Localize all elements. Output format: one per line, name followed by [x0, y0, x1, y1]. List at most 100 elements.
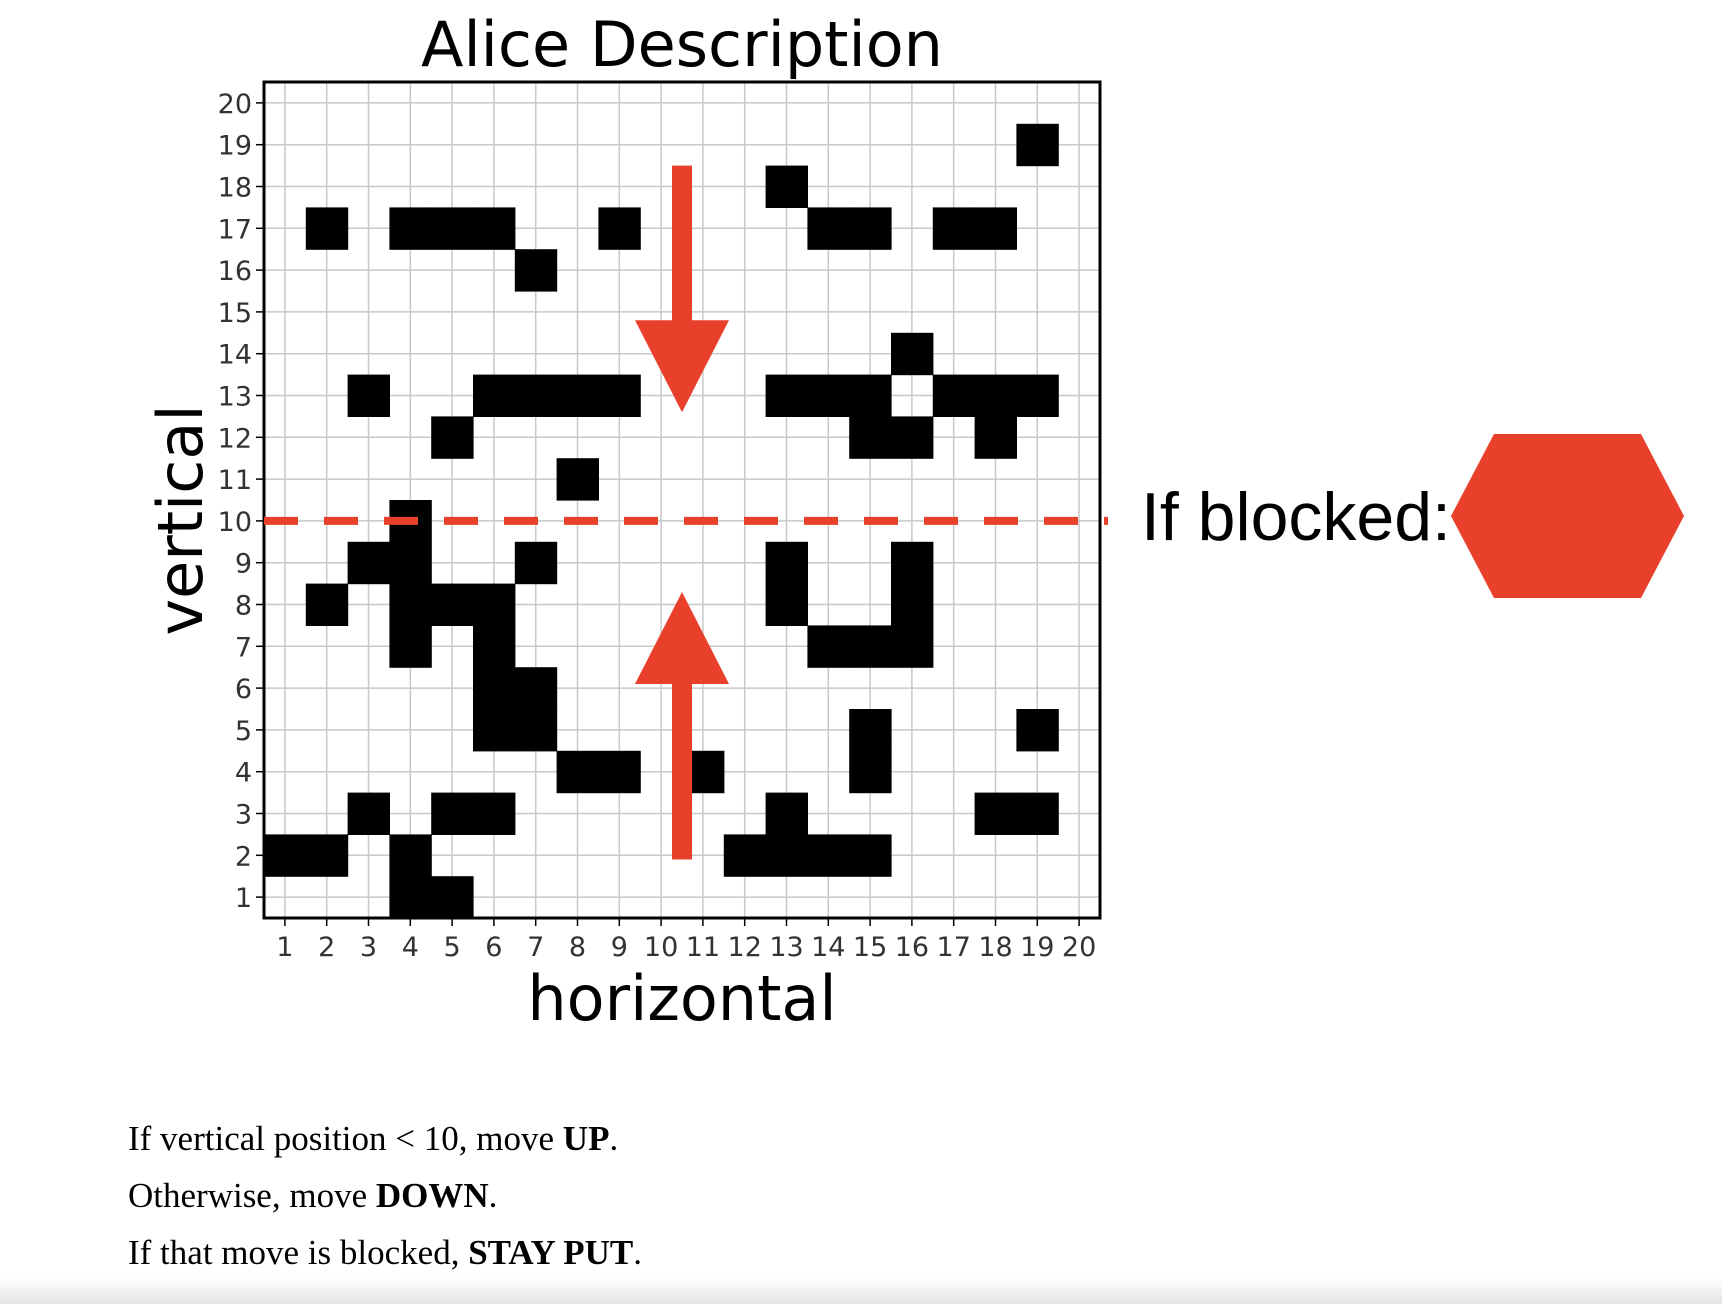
blocked-cell [891, 625, 934, 668]
x-tick-label: 6 [485, 932, 502, 963]
down-arrow-head [635, 320, 729, 413]
blocked-cell [347, 792, 390, 835]
x-tick-label: 1 [276, 932, 293, 963]
x-tick-label: 13 [769, 932, 803, 963]
blocked-cell [514, 541, 558, 585]
x-tick-label: 7 [527, 932, 544, 963]
blocked-cell [765, 792, 808, 835]
blocked-cell [473, 625, 516, 668]
blocked-cell [723, 834, 767, 877]
blocked-cell [891, 583, 934, 626]
y-tick-label: 4 [235, 758, 252, 789]
blocked-cell [1016, 792, 1059, 835]
rule-line-blocked-end: . [633, 1233, 642, 1272]
x-tick-label: 3 [360, 932, 377, 963]
x-tick-label: 16 [895, 932, 929, 963]
bottom-shade [0, 1278, 1722, 1304]
blocked-cell [389, 207, 432, 250]
y-axis-label: vertical [144, 404, 217, 635]
rule-line-down: Otherwise, move DOWN. [128, 1167, 642, 1224]
blocked-cell [974, 374, 1017, 417]
x-tick-label: 5 [444, 932, 461, 963]
figure-title: Alice Description [421, 8, 943, 81]
blocked-cell [807, 374, 850, 417]
blocked-cell [765, 583, 808, 626]
y-tick-label: 16 [218, 256, 252, 287]
blocked-cell [514, 667, 558, 710]
blocked-cell [807, 207, 850, 250]
blocked-cell [389, 541, 432, 585]
up-arrow-head [635, 591, 729, 684]
y-tick-label: 11 [218, 465, 252, 496]
y-tick-label: 6 [235, 674, 252, 705]
blocked-cell [473, 374, 516, 417]
rule-up-keyword: UP [562, 1119, 610, 1158]
rules-text: If vertical position < 10, move UP. Othe… [128, 1110, 642, 1281]
x-tick-label: 19 [1020, 932, 1054, 963]
blocked-cell [514, 709, 558, 752]
x-tick-label: 10 [644, 932, 678, 963]
blocked-cell [473, 709, 516, 752]
y-tick-label: 5 [235, 716, 252, 747]
down-arrow [635, 165, 729, 413]
rule-line-up-text: If vertical position < 10, move [128, 1119, 563, 1158]
blocked-cell [264, 834, 307, 877]
blocked-cell [807, 834, 850, 877]
blocked-cell [891, 541, 934, 585]
blocked-cell [473, 583, 516, 626]
blocked-cell [849, 207, 892, 250]
blocked-cell [765, 541, 808, 585]
blocked-cell [849, 374, 892, 417]
y-tick-label: 20 [218, 89, 252, 120]
blocked-cell [431, 876, 474, 919]
y-tick-label: 8 [235, 591, 252, 622]
x-tick-label: 9 [611, 932, 628, 963]
blocked-cell [598, 374, 641, 417]
blocked-cell [473, 207, 516, 250]
blocked-cell [891, 332, 934, 376]
blocked-cell [765, 834, 808, 877]
blocked-cell [431, 583, 474, 626]
y-tick-label: 2 [235, 841, 252, 872]
blocked-cell [932, 374, 976, 417]
rule-line-down-text: Otherwise, move [128, 1176, 376, 1215]
blocked-cell [849, 750, 892, 794]
blocked-cell [514, 374, 558, 417]
y-tick-label: 14 [218, 340, 252, 371]
blocked-cell [347, 541, 390, 585]
down-arrow-shaft [672, 165, 692, 323]
x-tick-label: 18 [978, 932, 1012, 963]
rule-line-blocked-text: If that move is blocked, [128, 1233, 469, 1272]
x-tick-label: 4 [402, 932, 419, 963]
blocked-cell [431, 416, 474, 459]
x-tick-label: 8 [569, 932, 586, 963]
rule-stay-put-keyword: STAY PUT [468, 1233, 634, 1272]
y-tick-label: 19 [218, 131, 252, 162]
blocked-cell [473, 792, 516, 835]
blocked-cell [807, 625, 850, 668]
blocked-cell [389, 834, 432, 877]
blocked-cell [514, 249, 558, 292]
y-tick-label: 17 [218, 214, 252, 245]
blocked-cell [556, 374, 599, 417]
blocked-cell [974, 792, 1017, 835]
rule-down-keyword: DOWN [375, 1176, 489, 1215]
blocked-cells [264, 123, 1059, 919]
y-tick-label: 12 [218, 423, 252, 454]
blocked-cell [305, 583, 349, 626]
y-tick-label: 1 [235, 883, 252, 914]
blocked-cell [765, 165, 808, 208]
x-tick-label: 2 [318, 932, 335, 963]
blocked-cell [305, 207, 349, 250]
blocked-cell [389, 876, 432, 919]
x-tick-label: 14 [811, 932, 845, 963]
blocked-cell [849, 416, 892, 459]
blocked-cell [389, 625, 432, 668]
rule-line-up: If vertical position < 10, move UP. [128, 1110, 642, 1167]
x-tick-label: 15 [853, 932, 887, 963]
y-tick-label: 10 [218, 507, 252, 538]
y-tick-label: 3 [235, 800, 252, 831]
rule-line-up-end: . [609, 1119, 619, 1158]
up-arrow-shaft [672, 681, 692, 860]
